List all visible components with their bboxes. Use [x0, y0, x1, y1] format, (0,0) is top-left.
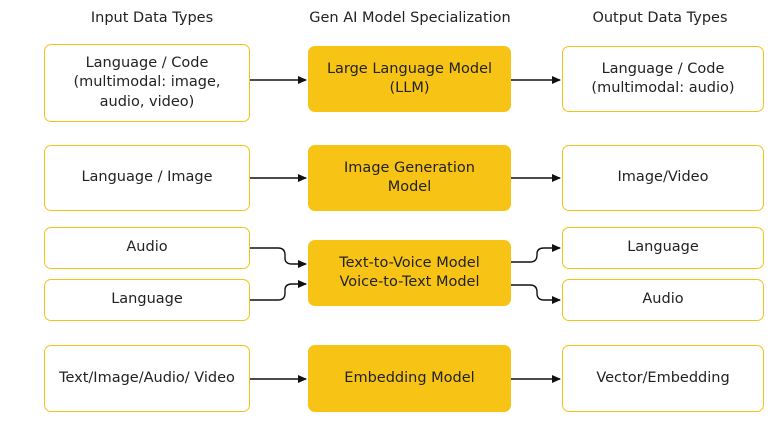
- voice-language-output-arrow: [511, 244, 561, 263]
- llm-output-box: Language / Code (multimodal: audio): [562, 46, 764, 112]
- embedding-model-label: Embedding Model: [344, 369, 475, 386]
- voice-input-language-box: Language: [44, 279, 250, 321]
- model-column-header: Gen AI Model Specialization: [309, 10, 511, 26]
- embedding-output-box: Vector/Embedding: [562, 345, 764, 412]
- embedding-model-box: Embedding Model: [308, 345, 511, 412]
- voice-model-box: Text-to-Voice Model Voice-to-Text Model: [308, 240, 511, 306]
- image-input-label: Language / Image: [81, 169, 213, 186]
- embedding-input-label: Text/Image/Audio/ Video: [59, 369, 235, 386]
- voice-language-input-arrow: [250, 280, 307, 301]
- voice-audio-input-arrow: [250, 247, 307, 268]
- voice-output-audio-label: Audio: [642, 291, 684, 308]
- embedding-input-box: Text/Image/Audio/ Video: [44, 345, 250, 412]
- image-output-label: Image/Video: [617, 169, 709, 186]
- voice-input-audio-box: Audio: [44, 227, 250, 269]
- voice-output-language-label: Language: [627, 239, 699, 256]
- llm-model-box: Large Language Model (LLM): [308, 46, 511, 112]
- voice-output-audio-box: Audio: [562, 279, 764, 321]
- voice-input-language-label: Language: [111, 291, 183, 308]
- voice-output-language-box: Language: [562, 227, 764, 269]
- llm-output-label: Language / Code (multimodal: audio): [591, 60, 735, 96]
- llm-input-box: Language / Code (multimodal: image, audi…: [44, 44, 250, 122]
- image-model-label: Image Generation Model: [344, 159, 475, 195]
- llm-input-label: Language / Code (multimodal: image, audi…: [73, 55, 221, 110]
- voice-input-audio-label: Audio: [126, 239, 168, 256]
- output-column-header: Output Data Types: [592, 10, 728, 26]
- voice-model-label: Text-to-Voice Model Voice-to-Text Model: [339, 254, 480, 290]
- image-output-box: Image/Video: [562, 145, 764, 211]
- embedding-output-label: Vector/Embedding: [596, 369, 730, 386]
- voice-audio-output-arrow: [511, 284, 561, 304]
- image-model-box: Image Generation Model: [308, 145, 511, 211]
- llm-model-label: Large Language Model (LLM): [326, 60, 493, 96]
- input-column-header: Input Data Types: [90, 10, 214, 26]
- image-input-box: Language / Image: [44, 145, 250, 211]
